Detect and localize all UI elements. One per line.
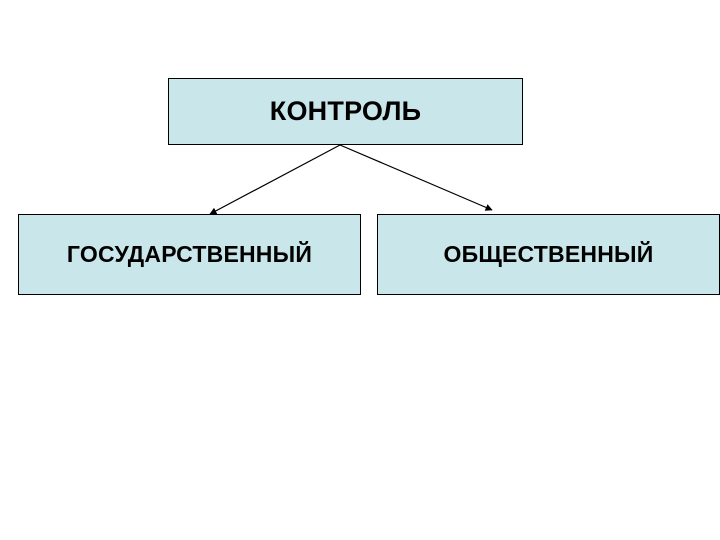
arrow-to-public-control bbox=[339, 144, 493, 211]
child-node-public-label: ОБЩЕСТВЕННЫЙ bbox=[443, 241, 654, 267]
root-node-label: КОНТРОЛЬ bbox=[269, 96, 422, 126]
child-node-public: ОБЩЕСТВЕННЫЙ bbox=[377, 214, 720, 295]
child-node-state: ГОСУДАРСТВЕННЫЙ bbox=[18, 214, 361, 295]
child-node-state-label: ГОСУДАРСТВЕННЫЙ bbox=[66, 241, 313, 267]
arrow-to-state-control bbox=[209, 144, 341, 215]
root-node-control: КОНТРОЛЬ bbox=[168, 78, 523, 145]
